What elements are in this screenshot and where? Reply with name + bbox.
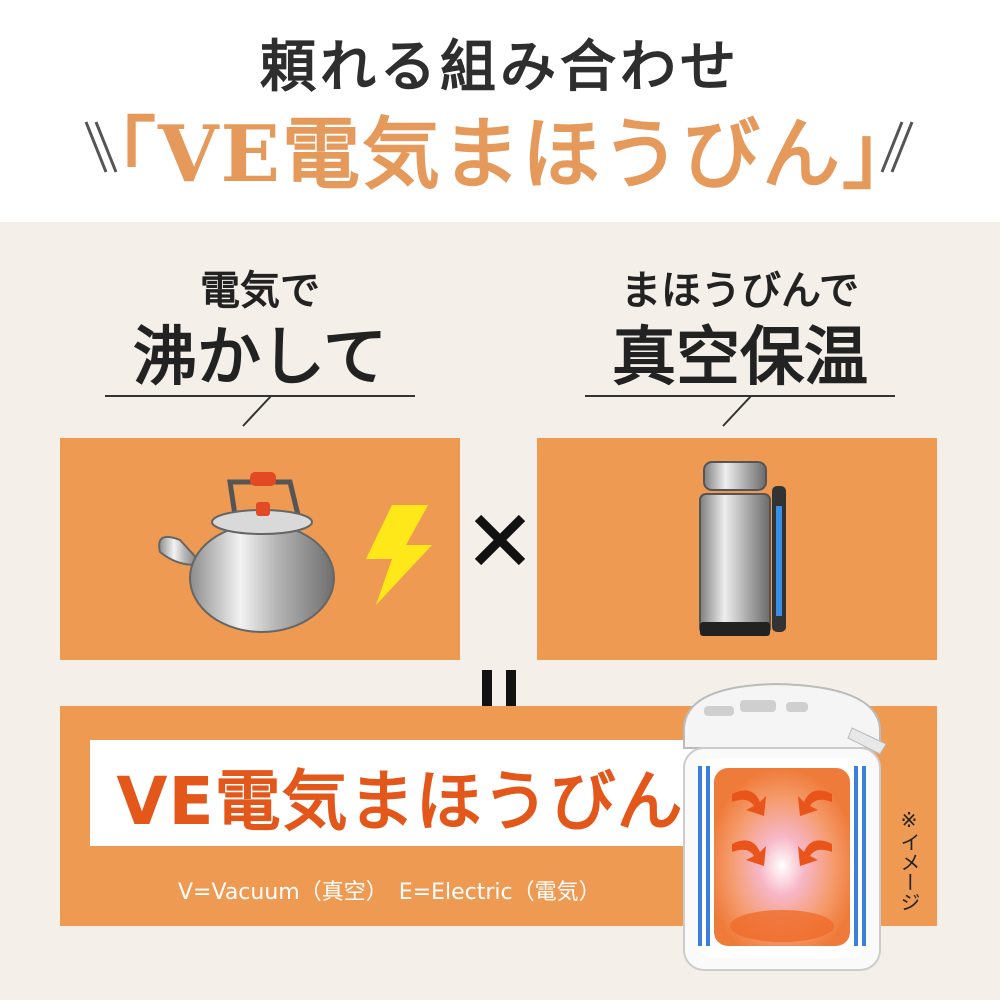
left-label-big: 沸かして	[132, 321, 388, 395]
kettle-icon	[158, 472, 335, 633]
left-slash-decoration	[84, 121, 118, 173]
product-heading: 「VE電気まほうびん」	[78, 109, 922, 200]
left-label-small: 電気で	[200, 268, 320, 314]
left-label-pointer	[105, 395, 415, 427]
result-name: VE電気まほうびん	[116, 763, 684, 840]
times-icon	[474, 514, 526, 566]
electric-pot-icon	[683, 682, 887, 971]
header-area: 頼れる組み合わせ 「VE電気まほうびん」	[0, 0, 1000, 222]
result-name-box	[90, 740, 710, 846]
right-label-big: 真空保温	[612, 321, 868, 395]
image-note: ※イメージ	[897, 808, 921, 912]
right-slash-decoration	[880, 121, 914, 173]
result-subtitle: V=Vacuum（真空） E=Electric（電気）	[178, 880, 601, 905]
right-label-pointer	[585, 395, 895, 427]
right-label-small: まほうびんで	[621, 268, 859, 314]
thermos-icon	[699, 461, 786, 636]
lightning-icon	[366, 505, 432, 605]
header-title: 頼れる組み合わせ	[260, 34, 740, 100]
